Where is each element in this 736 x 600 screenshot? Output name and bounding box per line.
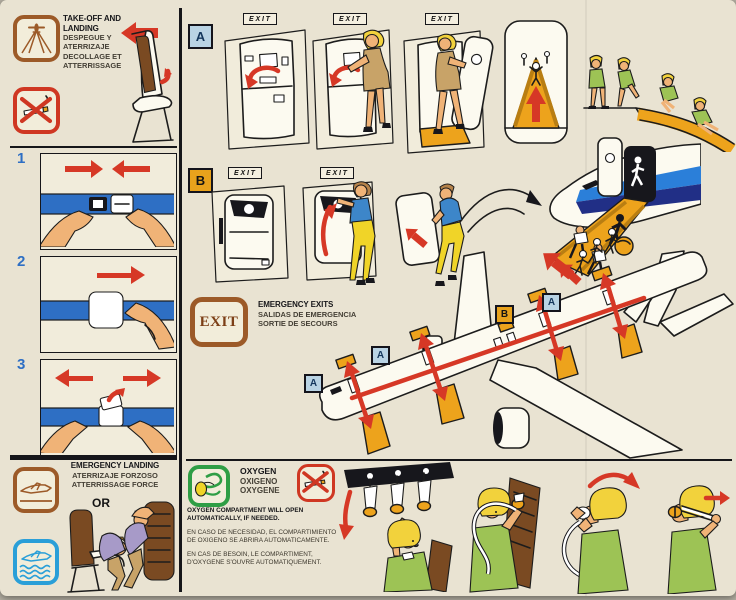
or-label: OR: [92, 496, 110, 510]
belly-landing-icon: [13, 467, 59, 513]
column-divider: [179, 8, 182, 592]
mask-on-face-illustration: [556, 462, 650, 596]
evacuating-passengers-illustration: [552, 224, 638, 295]
exit-row-b-label: B: [188, 168, 213, 193]
oxygen-title-fr: OXYGENE: [240, 485, 280, 495]
takeoff-title-es: DESPEGUE Y ATERRIZAJE: [63, 33, 112, 52]
emergency-exits-title-en: EMERGENCY EXITS: [258, 300, 334, 309]
tighten-strap-illustration: [650, 462, 734, 596]
seat-upright-illustration: [104, 18, 178, 146]
no-smoking-icon: [297, 464, 335, 502]
oxygen-note-en: OXYGEN COMPARTMENT WILL OPEN AUTOMATICAL…: [187, 507, 304, 522]
brace-position-illustration: [56, 492, 178, 594]
belt-step-2-panel: [38, 256, 177, 353]
divider: [10, 146, 177, 148]
pull-mask-illustration: [458, 462, 554, 596]
emergency-exits-title-es: SALIDAS DE EMERGENCIA: [258, 309, 357, 319]
diagram-marker-a: A: [542, 293, 561, 312]
step-2-number: 2: [17, 253, 26, 270]
emergency-exits-title-fr: SORTIE DE SECOURS: [258, 318, 338, 328]
oxygen-notes: OXYGEN COMPARTMENT WILL OPEN AUTOMATICAL…: [187, 507, 339, 574]
exit-row-a-label: A: [188, 24, 213, 49]
no-smoking-icon: [13, 87, 60, 134]
emergency-exits-title-block: EMERGENCY EXITS SALIDAS DE EMERGENCIA SO…: [258, 300, 398, 328]
divider: [186, 459, 732, 462]
takeoff-title-fr: DECOLLAGE ET ATTERRISSAGE: [63, 51, 122, 70]
water-landing-icon: [13, 539, 59, 585]
emergency-landing-title-en: EMERGENCY LANDING: [70, 461, 160, 470]
oxygen-masks-drop-illustration: [336, 462, 458, 596]
oxygen-title-block: OXYGEN OXIGENO OXYGENE: [240, 466, 310, 495]
belt-step-1-panel: [38, 153, 177, 250]
plane-landing-icon: [13, 15, 60, 62]
hatch-b-step3-illustration: [388, 176, 478, 293]
step-1-number: 1: [17, 150, 26, 167]
doorway-slide-view-illustration: [500, 16, 572, 155]
divider-thick: [10, 455, 177, 460]
hatch-b-step1-illustration: [206, 180, 291, 290]
diagram-marker-b: B: [495, 305, 514, 324]
diagram-marker-a: A: [304, 374, 323, 393]
belt-step-3-panel: [38, 359, 177, 456]
oxygen-title-es: OXIGENO: [240, 476, 278, 486]
step-3-number: 3: [17, 356, 26, 373]
exit-box-label: EXIT: [199, 313, 239, 330]
slide-jump-sequence-illustration: [578, 12, 736, 157]
curved-arrow: [452, 168, 544, 245]
oxygen-title-en: OXYGEN: [240, 466, 277, 476]
exit-box-icon: EXIT: [190, 297, 248, 347]
exit-sign: EXIT: [425, 13, 459, 25]
door-a-step3-illustration: [398, 25, 498, 160]
emergency-landing-title-block: EMERGENCY LANDING ATERRIZAJE FORZOSO ATT…: [52, 461, 178, 489]
exit-sign: EXIT: [320, 167, 354, 179]
door-a-step1-illustration: [218, 25, 313, 155]
exit-sign: EXIT: [228, 167, 262, 179]
emergency-landing-title-fr: ATTERRISSAGE FORCE: [71, 479, 159, 489]
hatch-b-step2-illustration: [298, 176, 393, 293]
nose-slide-evacuation-illustration: [536, 132, 702, 292]
takeoff-landing-title-block: TAKE-OFF AND LANDING DESPEGUE Y ATERRIZA…: [63, 14, 137, 70]
exit-sign: EXIT: [243, 13, 277, 25]
oxygen-mask-icon: [188, 465, 230, 507]
door-a-step2-illustration: [308, 25, 408, 155]
oxygen-note-es: EN CASO DE NECESIDAD, EL COMPARTIMIENTO …: [187, 529, 337, 544]
takeoff-title-en: TAKE-OFF AND LANDING: [63, 14, 121, 33]
aircraft-exit-diagram: [292, 226, 735, 465]
oxygen-note-fr: EN CAS DE BESOIN, LE COMPARTIMENT, D'OXY…: [187, 551, 322, 566]
diagram-marker-a: A: [371, 346, 390, 365]
exit-sign: EXIT: [333, 13, 367, 25]
emergency-landing-title-es: ATERRIZAJE FORZOSO: [72, 470, 158, 480]
